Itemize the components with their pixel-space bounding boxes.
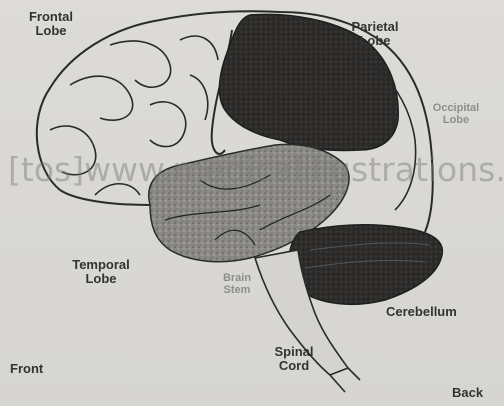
spinal-cord-line: [330, 375, 345, 392]
spinal-cord-label: Spinal Cord: [262, 345, 326, 374]
spinal-cord-label-line-1: Spinal: [262, 345, 326, 359]
parietal-lobe-label-line-2: Lobe: [340, 34, 410, 48]
brain-stem-label-line-1: Brain: [212, 272, 262, 284]
back-label: Back: [452, 386, 483, 400]
frontal-lobe-label-line-2: Lobe: [14, 24, 88, 38]
temporal-lobe-label: Temporal Lobe: [58, 258, 144, 287]
brain-stem-label: Brain Stem: [212, 272, 262, 296]
front-label: Front: [10, 362, 43, 376]
frontal-lobe-label: Frontal Lobe: [14, 10, 88, 39]
spinal-cord-line-2: [348, 368, 360, 380]
cerebellum-label: Cerebellum: [386, 305, 498, 319]
parietal-lobe-label: Parietal Lobe: [340, 20, 410, 49]
parietal-lobe-label-line-1: Parietal: [340, 20, 410, 34]
occipital-lobe-label-line-1: Occipital: [418, 102, 494, 114]
cerebellum: [289, 225, 443, 305]
occipital-lobe-label-line-2: Lobe: [418, 114, 494, 126]
frontal-base-outline: [60, 190, 150, 205]
frontal-lobe-label-line-1: Frontal: [14, 10, 88, 24]
spinal-cord-label-line-2: Cord: [262, 359, 326, 373]
brain-stem-label-line-2: Stem: [212, 284, 262, 296]
temporal-lobe-label-line-1: Temporal: [58, 258, 144, 272]
occipital-lobe-label: Occipital Lobe: [418, 102, 494, 126]
watermark-text: [tos]www.medicalillustrations.ca: [8, 150, 504, 189]
temporal-lobe-label-line-2: Lobe: [58, 272, 144, 286]
